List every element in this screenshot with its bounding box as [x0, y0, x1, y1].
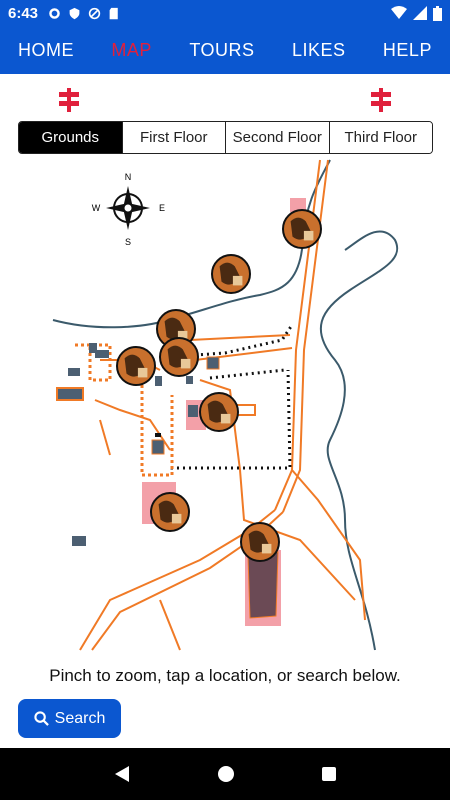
- battery-icon: [433, 5, 442, 21]
- location-pin: [199, 392, 239, 432]
- location-pin: [159, 337, 199, 377]
- map-hint: Pinch to zoom, tap a location, or search…: [49, 666, 401, 685]
- search-button[interactable]: Search: [18, 699, 121, 738]
- location-pin: [240, 522, 280, 562]
- compass-w: W: [92, 203, 101, 213]
- status-time: 6:43: [8, 4, 39, 22]
- location-pins[interactable]: [116, 209, 322, 562]
- tab-third-floor[interactable]: Third Floor: [329, 122, 432, 153]
- search-label: Search: [54, 709, 106, 727]
- compass-s: S: [125, 237, 131, 247]
- system-nav-bar: [0, 748, 450, 800]
- grounds-map[interactable]: N S E W: [0, 156, 450, 656]
- status-bar: 6:43: [0, 0, 450, 26]
- signal-icon: [413, 6, 427, 20]
- top-nav: HOME MAP TOURS LIKES HELP: [0, 26, 450, 74]
- gear-icon: [49, 7, 60, 19]
- location-pin: [282, 209, 322, 249]
- wifi-icon: [391, 6, 407, 19]
- tab-first-floor[interactable]: First Floor: [122, 122, 226, 153]
- nav-help[interactable]: HELP: [382, 39, 432, 60]
- compass-n: N: [125, 172, 132, 182]
- compass-e: E: [159, 203, 165, 213]
- tab-grounds[interactable]: Grounds: [19, 122, 123, 153]
- nav-likes[interactable]: LIKES: [291, 39, 346, 60]
- back-icon[interactable]: [113, 765, 131, 783]
- location-pin: [116, 346, 156, 386]
- floor-tabs: Grounds First Floor Second Floor Third F…: [18, 121, 433, 154]
- search-icon: [34, 711, 49, 726]
- tab-second-floor[interactable]: Second Floor: [226, 122, 330, 153]
- orange-trails: [75, 343, 174, 477]
- shield-icon: [69, 7, 80, 19]
- location-pin: [211, 254, 251, 294]
- compass-icon: N S E W: [92, 172, 165, 247]
- buildings: [56, 198, 306, 626]
- recents-icon[interactable]: [321, 766, 337, 782]
- nav-map[interactable]: MAP: [111, 39, 152, 60]
- nav-tours[interactable]: TOURS: [189, 39, 255, 60]
- signpost-icon[interactable]: [370, 88, 392, 112]
- location-pin: [150, 492, 190, 532]
- home-icon[interactable]: [217, 765, 235, 783]
- no-disturb-icon: [88, 7, 101, 19]
- sd-card-icon: [109, 7, 118, 19]
- nav-home[interactable]: HOME: [18, 39, 74, 60]
- signpost-icon[interactable]: [58, 88, 80, 112]
